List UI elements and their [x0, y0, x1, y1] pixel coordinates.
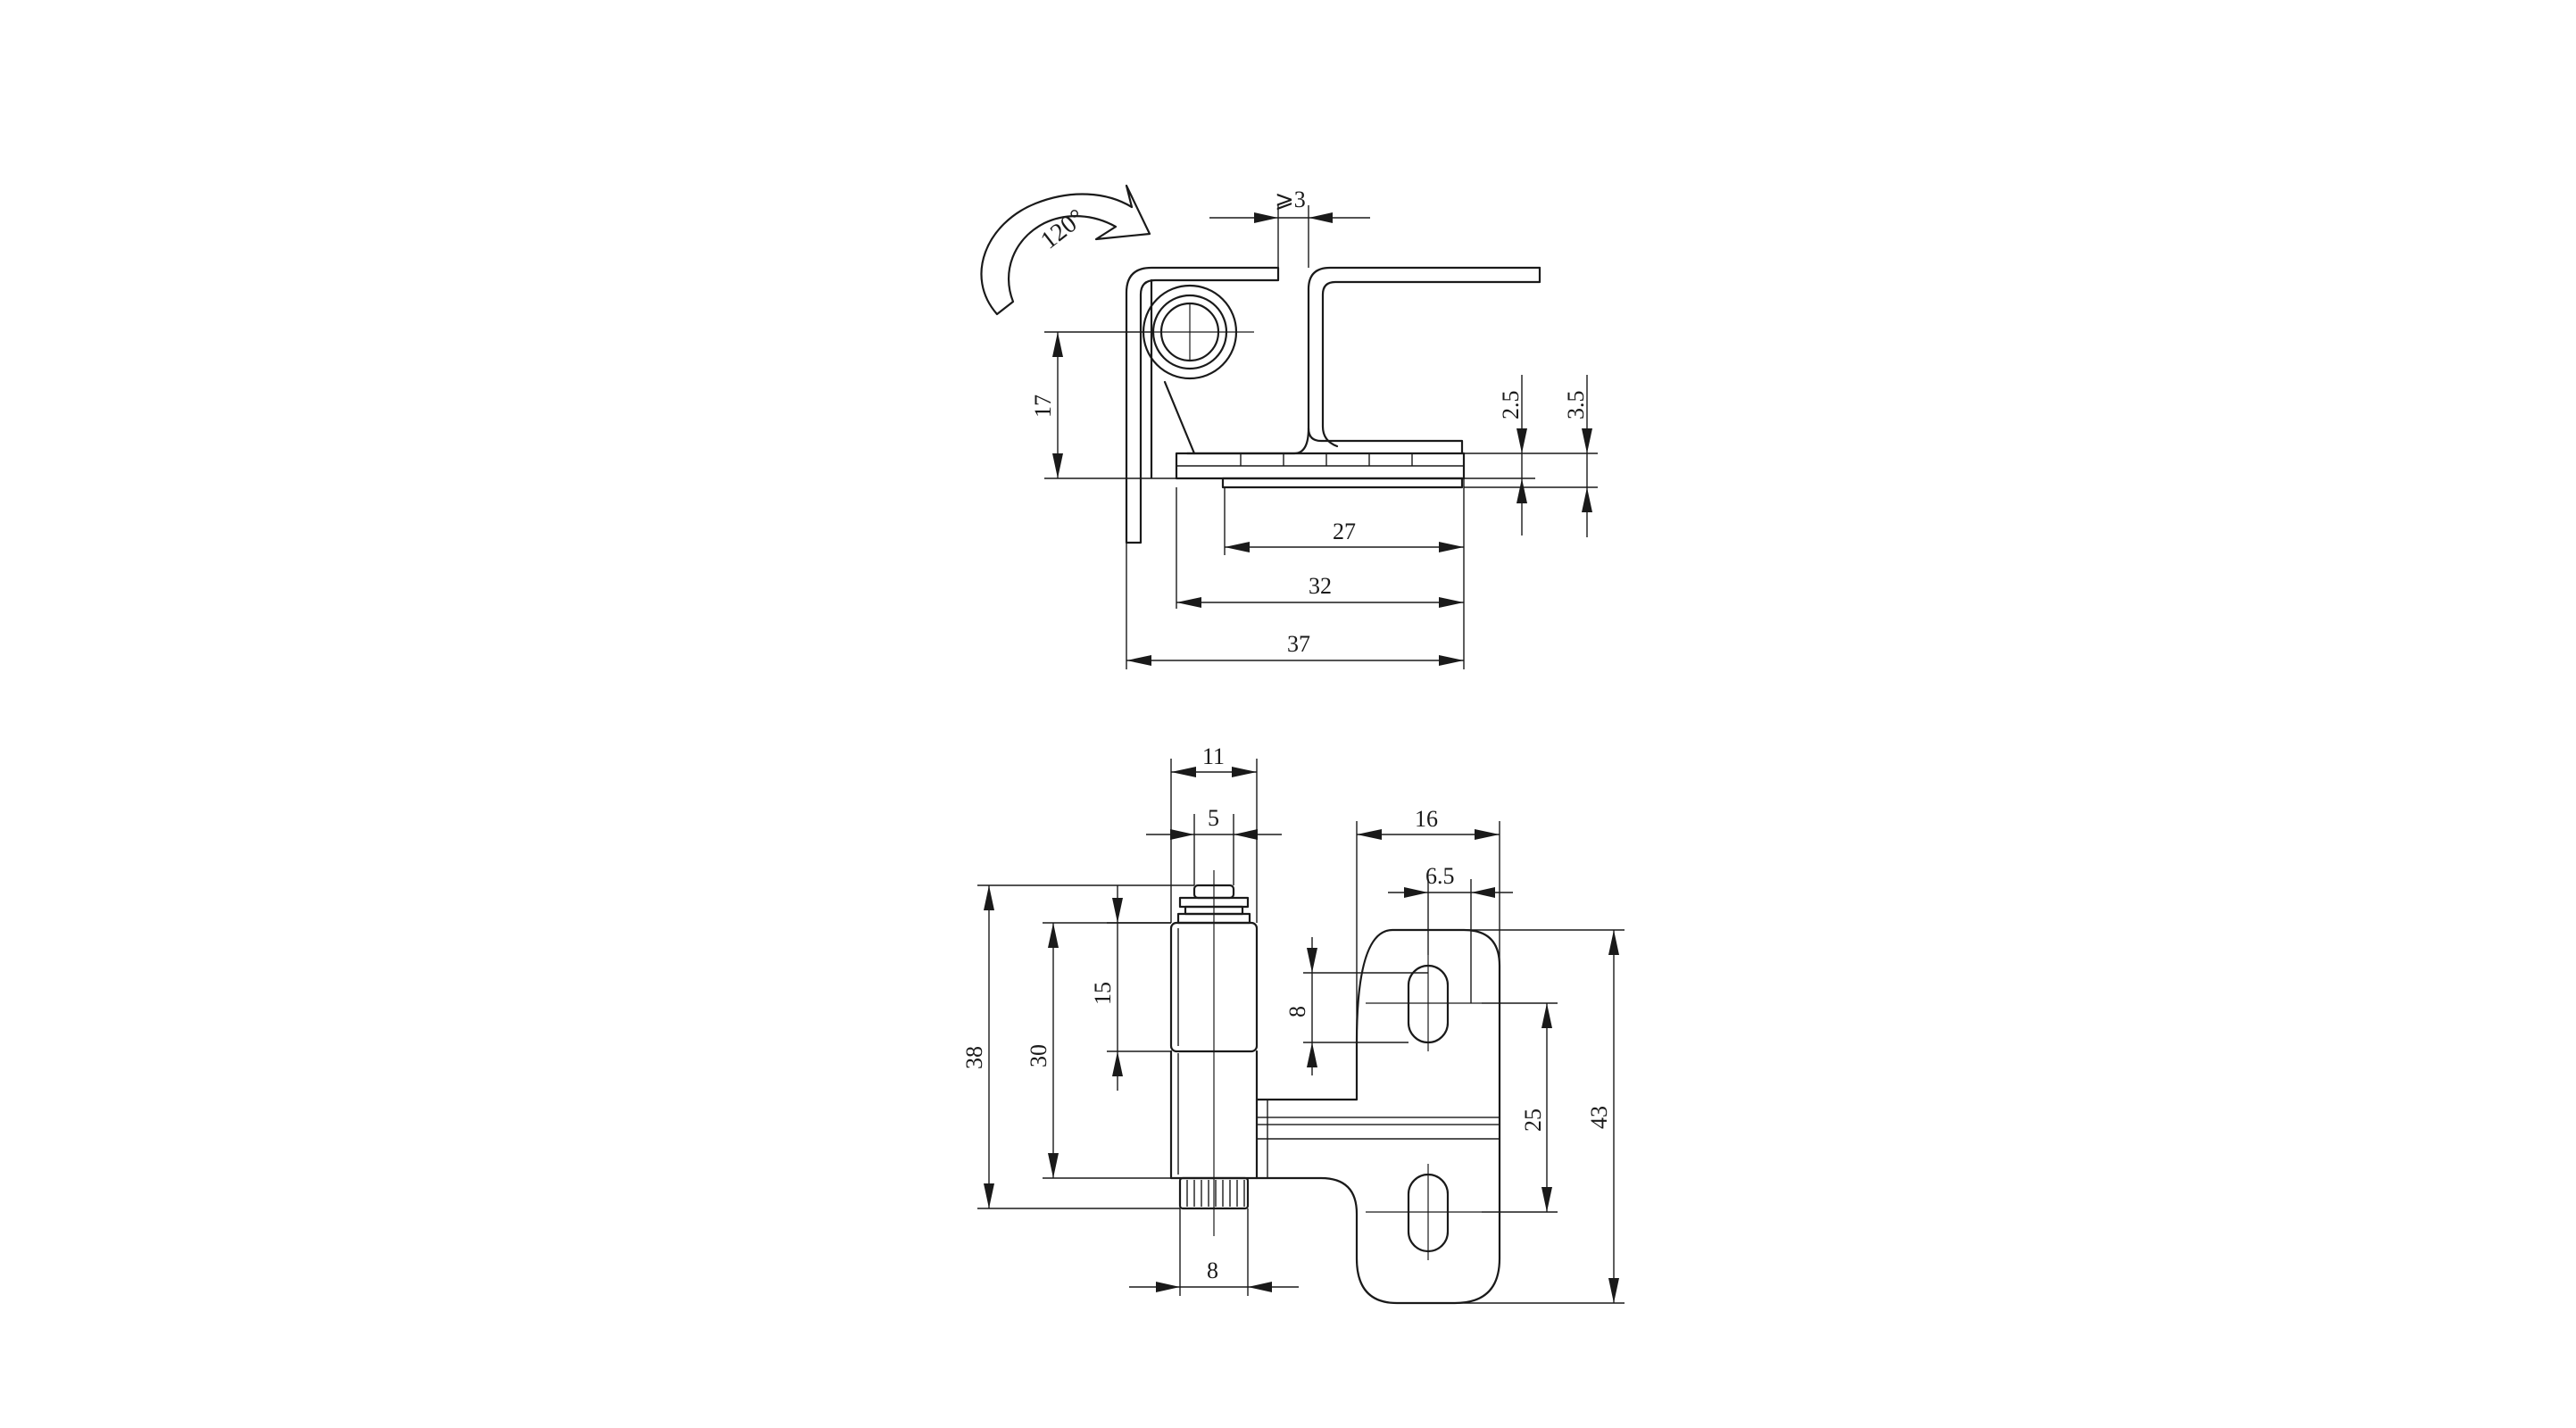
- dim-gap-label: ⩾3: [1275, 187, 1306, 212]
- knurled-end: [1178, 1176, 1250, 1210]
- dim-w37-label: 37: [1287, 631, 1310, 657]
- dim-25: 25: [1482, 1002, 1558, 1213]
- dim-thk-inner: 2.5: [1464, 375, 1598, 536]
- dim-30-label: 30: [1026, 1044, 1051, 1067]
- dim-5-label: 5: [1208, 805, 1219, 831]
- dim-6-5-label: 6.5: [1425, 863, 1455, 889]
- front-view: 11 5 16 6.5: [961, 743, 1625, 1305]
- base-plate: [1175, 452, 1466, 489]
- dim-11: 11: [1170, 743, 1258, 923]
- mounting-slot-bottom: [1366, 1164, 1482, 1260]
- dim-16: 16: [1356, 806, 1500, 1042]
- dim-8-top-label: 8: [1284, 1006, 1310, 1017]
- right-leaf: [1185, 266, 1541, 455]
- dim-25-label: 25: [1520, 1108, 1546, 1132]
- dim-15-label: 15: [1090, 982, 1116, 1005]
- dim-8-top: 8: [1284, 937, 1428, 1075]
- top-view: 120°: [980, 184, 1598, 669]
- dim-height-17: 17: [1030, 331, 1187, 479]
- hinge-knuckle: [1142, 284, 1254, 380]
- dim-43: 43: [1455, 929, 1625, 1304]
- mounting-slot-top: [1366, 955, 1482, 1051]
- dim-w27-label: 27: [1333, 519, 1356, 544]
- dim-8-bottom-label: 8: [1207, 1258, 1218, 1283]
- rotation-angle-label: 120°: [1035, 203, 1090, 254]
- dim-widths: 27 32 37: [1126, 478, 1465, 669]
- dim-11-label: 11: [1202, 743, 1225, 769]
- rotation-arrow-icon: 120°: [980, 184, 1151, 316]
- dim-43-label: 43: [1586, 1106, 1612, 1129]
- dim-5: 5: [1146, 805, 1282, 885]
- dim-gap: ⩾3: [1209, 187, 1370, 268]
- dim-8-bottom: 8: [1129, 1208, 1299, 1296]
- dim-6-5: 6.5: [1388, 863, 1513, 1003]
- dim-height-label: 17: [1030, 394, 1056, 418]
- dim-thk-outer: 3.5: [1464, 375, 1598, 537]
- left-leaf: [1125, 266, 1280, 544]
- dim-16-label: 16: [1415, 806, 1438, 832]
- dim-30: 30: [1026, 922, 1171, 1179]
- dim-thk-inner-label: 2.5: [1498, 391, 1524, 420]
- dim-38: 38: [961, 884, 1194, 1209]
- leaf-plate: [1255, 928, 1501, 1305]
- dim-thk-outer-label: 3.5: [1563, 391, 1589, 420]
- dim-38-label: 38: [961, 1046, 987, 1069]
- dim-15: 15: [1090, 885, 1171, 1091]
- dim-w32-label: 32: [1309, 573, 1332, 599]
